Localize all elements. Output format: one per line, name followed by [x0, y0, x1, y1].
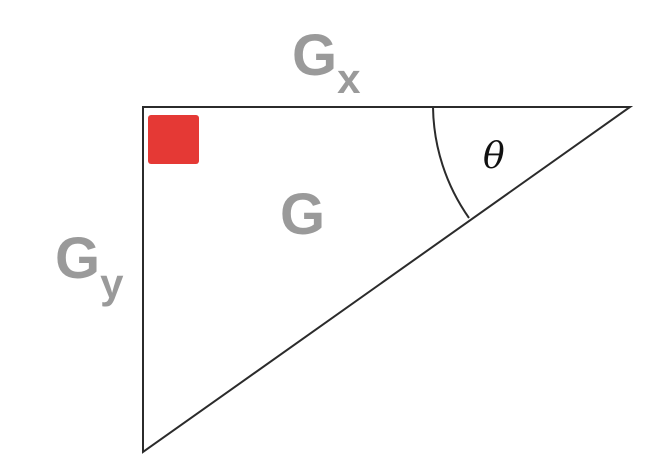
angle-label: θ [483, 136, 505, 177]
right-angle-marker [148, 115, 199, 164]
left-side-label: Gy [55, 226, 124, 307]
top-side-label: Gx [292, 23, 361, 102]
right-triangle [142, 106, 634, 454]
left-side-label-main: G [55, 226, 100, 291]
top-side-label-sub: x [337, 55, 361, 102]
angle-arc [432, 106, 470, 219]
left-side-label-sub: y [100, 260, 124, 307]
hypotenuse-label: G [280, 182, 325, 247]
top-side-label-main: G [292, 23, 337, 88]
